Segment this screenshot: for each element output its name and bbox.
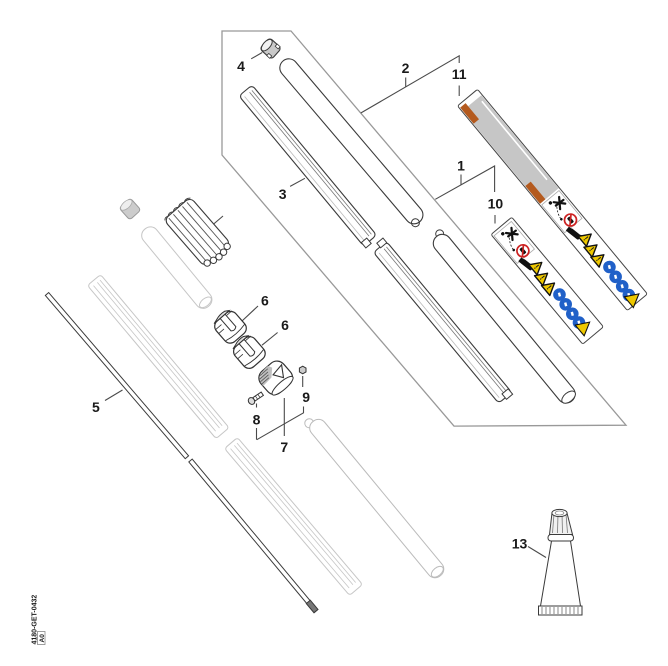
svg-text:!: ! [587, 245, 596, 253]
svg-text:7: 7 [280, 439, 288, 455]
svg-text:5: 5 [92, 399, 100, 415]
svg-text:!: ! [545, 284, 554, 292]
svg-text:6: 6 [261, 293, 269, 309]
svg-text:4: 4 [237, 58, 245, 74]
svg-text:11: 11 [452, 66, 467, 82]
svg-text:2: 2 [402, 60, 410, 76]
svg-text:!: ! [532, 263, 541, 271]
svg-text:1: 1 [457, 158, 465, 174]
svg-text:4180-GET-0432: 4180-GET-0432 [32, 595, 39, 645]
svg-text:13: 13 [512, 536, 528, 552]
svg-text:3: 3 [279, 186, 287, 202]
svg-text:!: ! [538, 274, 547, 282]
svg-text:6: 6 [281, 317, 289, 333]
svg-text:!: ! [581, 235, 590, 243]
svg-text:9: 9 [302, 389, 310, 405]
svg-text:10: 10 [488, 196, 504, 212]
svg-text:A0: A0 [39, 634, 46, 643]
svg-text:!: ! [594, 255, 603, 263]
svg-text:8: 8 [253, 412, 261, 428]
